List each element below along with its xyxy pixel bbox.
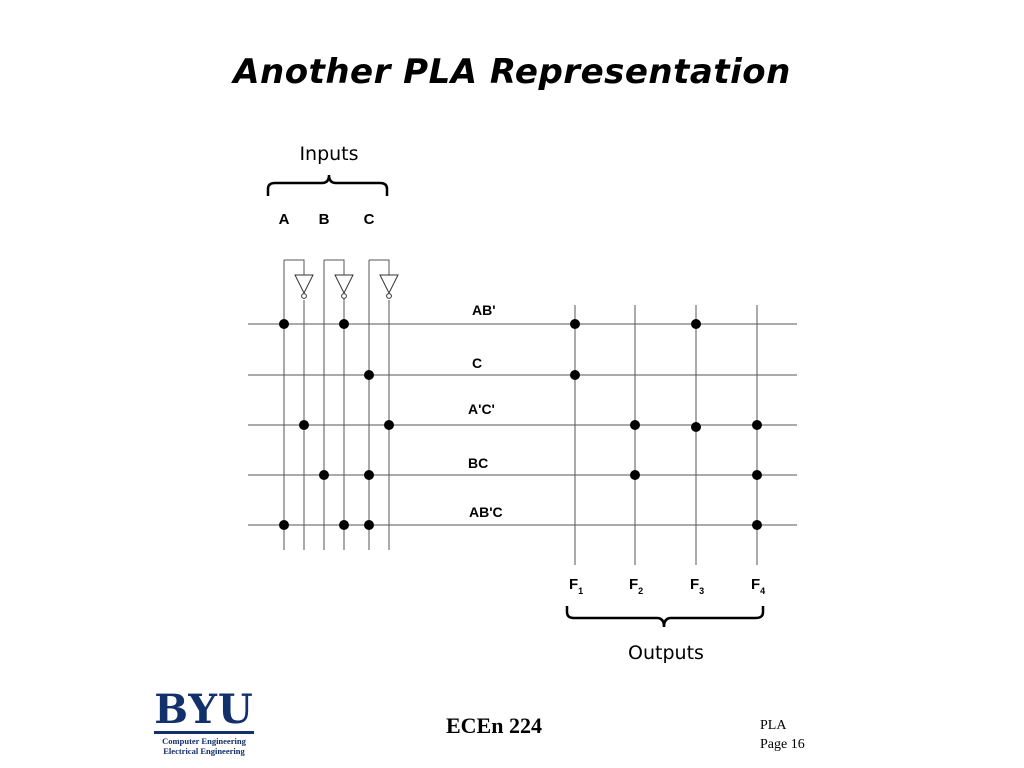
- inverter-a: [294, 274, 314, 295]
- connection-dot: [279, 520, 289, 530]
- logo-subtitle-2: Electrical Engineering: [163, 746, 245, 756]
- footer-topic: PLA: [760, 718, 787, 733]
- connection-dot: [339, 319, 349, 329]
- footer-course: ECEn 224: [446, 713, 542, 738]
- inverter-c: [379, 274, 399, 295]
- term-label-ab-not: AB': [472, 302, 496, 318]
- tap-a: [284, 259, 305, 275]
- connection-dot: [752, 470, 762, 480]
- logo-wordmark: BYU: [154, 686, 254, 733]
- connection-dot: [752, 420, 762, 430]
- inverter-c-bubble: [386, 293, 392, 299]
- inverter-a-bubble: [301, 293, 307, 299]
- term-label-a-not-c-not: A'C': [468, 401, 495, 417]
- connection-dot: [299, 420, 309, 430]
- footer-page-number: Page 16: [760, 737, 805, 752]
- tap-c: [369, 259, 390, 275]
- connection-dot: [364, 470, 374, 480]
- connection-dot: [691, 319, 701, 329]
- inverter-b: [334, 274, 354, 295]
- logo-divider: [154, 731, 254, 734]
- output-label-f1: F1: [569, 576, 583, 596]
- outputs-label: Outputs: [628, 642, 704, 664]
- output-label-f3: F3: [690, 576, 704, 596]
- connection-dot: [570, 319, 580, 329]
- logo-subtitle-1: Computer Engineering: [162, 736, 246, 746]
- output-label-f4: F4: [751, 576, 765, 596]
- outputs-brace: [565, 606, 765, 628]
- input-label-c: C: [364, 211, 375, 228]
- connection-dot: [570, 370, 580, 380]
- connection-dot: [319, 470, 329, 480]
- term-label-c: C: [472, 355, 482, 371]
- connection-dot: [279, 319, 289, 329]
- input-label-a: A: [279, 211, 290, 228]
- slide-title: Another PLA Representation: [233, 52, 791, 92]
- connection-dot: [691, 422, 701, 432]
- connection-dot: [339, 520, 349, 530]
- inputs-label: Inputs: [299, 143, 358, 165]
- inputs-brace: [266, 174, 389, 196]
- term-label-bc: BC: [468, 455, 488, 471]
- input-label-b: B: [319, 211, 330, 228]
- connection-dot: [630, 420, 640, 430]
- connection-dot: [364, 520, 374, 530]
- connection-dot: [384, 420, 394, 430]
- footer-page-info: PLA Page 16: [760, 716, 805, 754]
- byu-logo: BYU Computer Engineering Electrical Engi…: [152, 686, 256, 756]
- term-label-ab-not-c: AB'C: [469, 504, 503, 520]
- connection-dot: [752, 520, 762, 530]
- connection-dot: [630, 470, 640, 480]
- connection-dot: [364, 370, 374, 380]
- tap-b: [324, 259, 345, 275]
- inverter-b-bubble: [341, 293, 347, 299]
- output-label-f2: F2: [629, 576, 643, 596]
